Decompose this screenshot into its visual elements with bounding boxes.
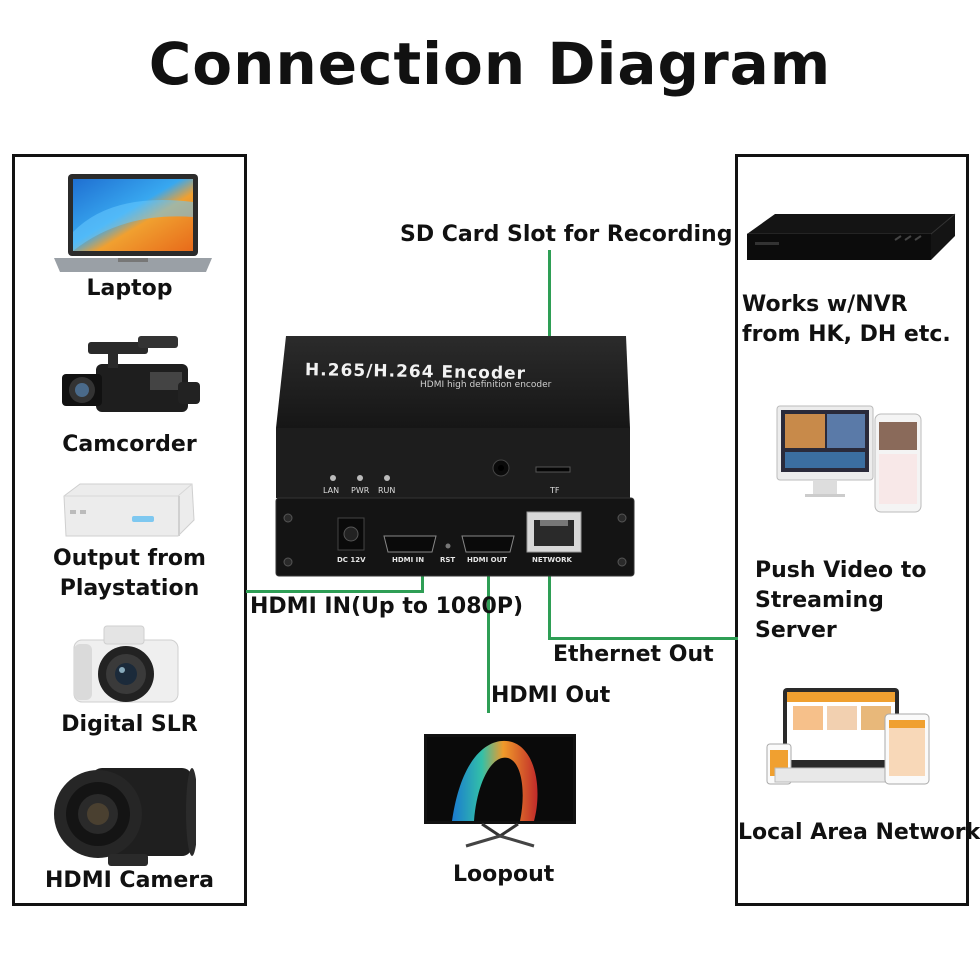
tf-slot-label: TF xyxy=(550,486,560,495)
streaming-screens-icon xyxy=(775,402,925,514)
camcorder-icon xyxy=(60,328,204,424)
destination-devices-panel xyxy=(735,154,969,906)
port-label-hdmi-in: HDMI IN xyxy=(392,556,425,564)
port-label-dc: DC 12V xyxy=(337,556,366,564)
nvr-icon xyxy=(745,210,957,266)
callout-loopout: Loopout xyxy=(453,862,555,887)
port-label-rst: RST xyxy=(440,556,456,564)
destination-label-lan: Local Area Network xyxy=(738,820,980,845)
source-label-playstation: Output from Playstation xyxy=(53,546,206,601)
ethernet-connector-vertical xyxy=(548,570,551,640)
source-label-dslr: Digital SLR xyxy=(61,712,198,737)
destination-label-nvr: Works w/NVR from HK, DH etc. xyxy=(742,292,951,347)
destination-label-streaming: Push Video to Streaming Server xyxy=(755,558,927,643)
hdmi-out-connector-line xyxy=(487,545,490,713)
source-label-hdmi-camera: HDMI Camera xyxy=(45,868,214,893)
callout-ethernet-out: Ethernet Out xyxy=(553,642,714,667)
lan-devices-icon xyxy=(765,686,955,788)
source-label-camcorder: Camcorder xyxy=(62,432,197,457)
port-label-hdmi-out: HDMI OUT xyxy=(467,556,508,564)
ethernet-connector-horizontal xyxy=(548,637,738,640)
led-label-lan: LAN xyxy=(323,486,340,495)
playstation-icon xyxy=(60,480,198,542)
callout-hdmi-in: HDMI IN(Up to 1080P) xyxy=(250,594,524,619)
led-label-pwr: PWR xyxy=(351,486,370,495)
encoder-subtitle: HDMI high definition encoder xyxy=(420,380,552,390)
led-label-run: RUN xyxy=(378,486,396,495)
page-title: Connection Diagram xyxy=(148,30,832,98)
monitor-icon xyxy=(422,732,578,852)
callout-sd-card: SD Card Slot for Recording xyxy=(400,222,733,247)
laptop-icon xyxy=(52,172,214,276)
source-label-laptop: Laptop xyxy=(86,276,173,301)
port-label-network: NETWORK xyxy=(532,556,572,564)
hdmi-camera-icon xyxy=(52,762,196,870)
encoder-device xyxy=(272,332,636,582)
hdmi-in-connector-line xyxy=(246,590,424,593)
callout-hdmi-out: HDMI Out xyxy=(491,683,611,708)
dslr-camera-icon xyxy=(70,620,182,710)
